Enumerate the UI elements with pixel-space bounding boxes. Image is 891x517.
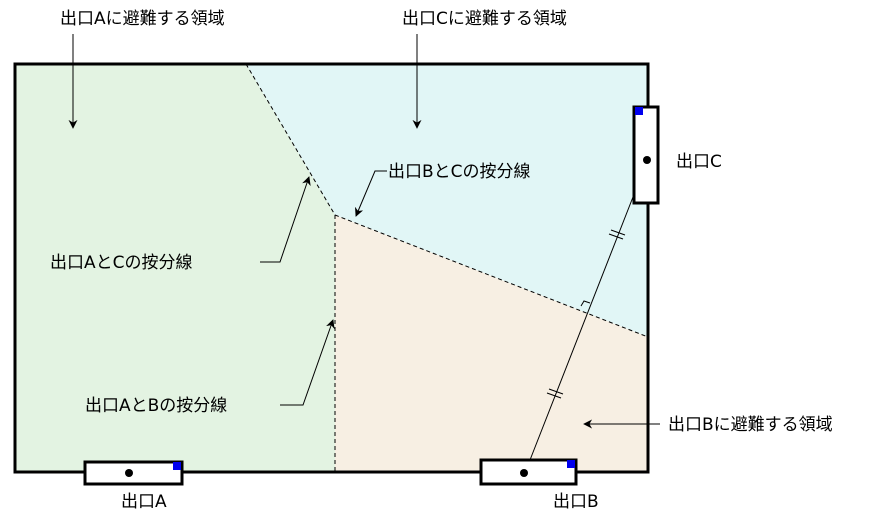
region-b-label: 出口Bに避難する領域 xyxy=(668,415,833,435)
region-c xyxy=(246,64,648,337)
right-angle-mark xyxy=(580,300,591,307)
exit-marker-icon xyxy=(635,107,643,115)
dividing-line-ac xyxy=(245,63,336,216)
exit-b-label: 出口B xyxy=(553,492,599,512)
exit-b-to-c-segment xyxy=(529,196,634,461)
line-bc-label: 出口BとCの按分線 xyxy=(388,162,531,182)
region-a-label: 出口Aに避難する領域 xyxy=(60,9,225,29)
exit-c[interactable] xyxy=(632,105,660,205)
line-ac-label: 出口AとCの按分線 xyxy=(50,253,193,273)
region-c-label: 出口Cに避難する領域 xyxy=(402,9,567,29)
region-a xyxy=(15,64,335,472)
exit-b[interactable] xyxy=(479,458,578,486)
exit-point-icon xyxy=(643,156,651,164)
exit-marker-icon xyxy=(567,460,575,468)
room-outline xyxy=(13,62,650,474)
line-ab-label: 出口AとBの按分線 xyxy=(85,396,227,416)
exit-c-label: 出口C xyxy=(676,152,722,172)
equal-tick-marks xyxy=(546,229,626,399)
exit-a-label: 出口A xyxy=(121,492,167,512)
region-b xyxy=(335,215,648,472)
exit-marker-icon xyxy=(173,462,181,470)
exit-a[interactable] xyxy=(83,460,184,486)
arrow-icon xyxy=(355,170,387,217)
exit-point-icon xyxy=(520,469,528,477)
arrow-icon xyxy=(260,176,311,263)
arrow-icon xyxy=(280,319,335,406)
exit-point-icon xyxy=(125,469,133,477)
